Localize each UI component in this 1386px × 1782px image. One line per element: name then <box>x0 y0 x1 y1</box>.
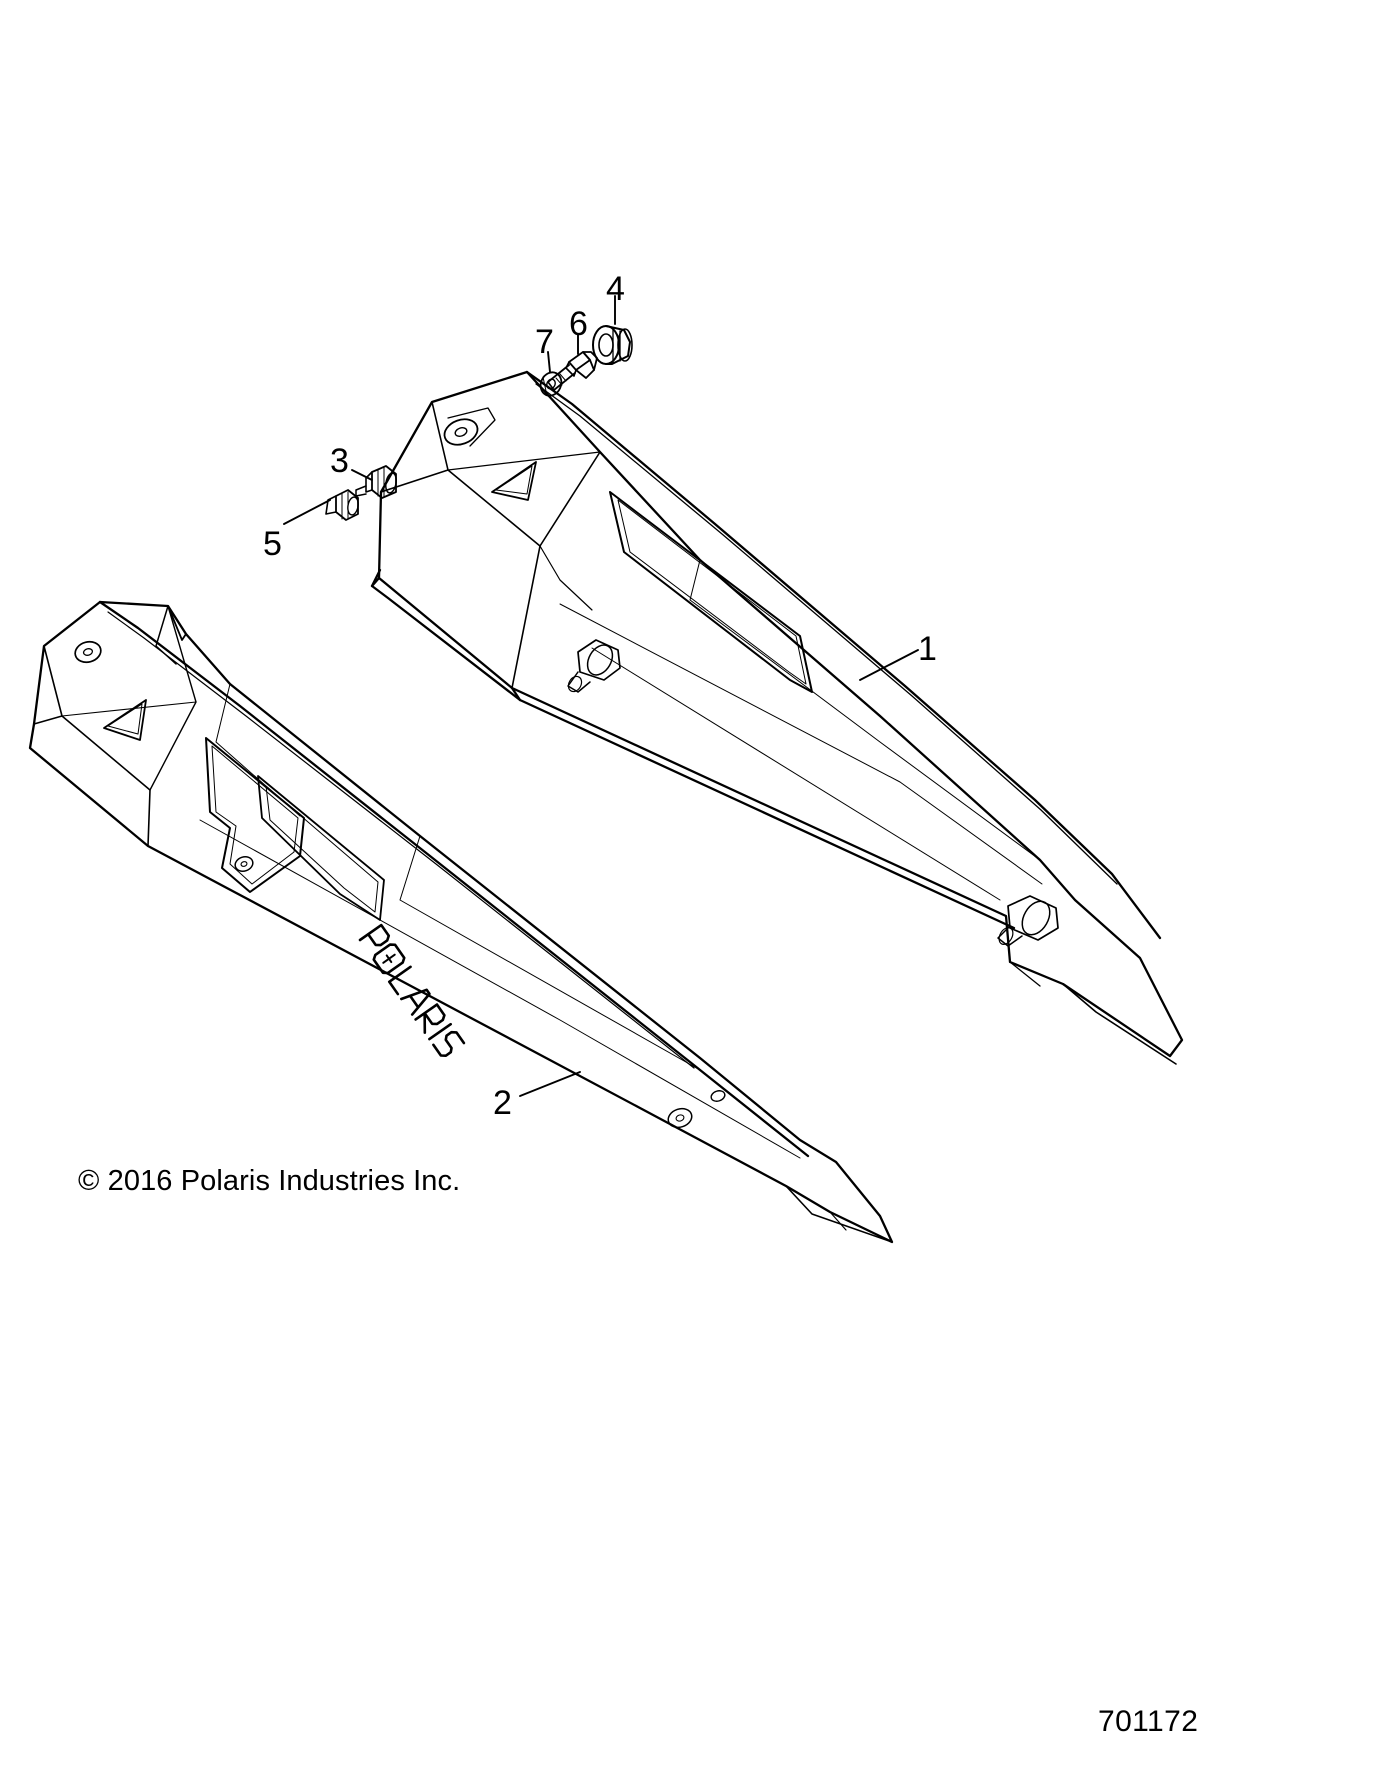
part-threaded-insert-nut <box>355 465 397 499</box>
leader-3 <box>351 469 373 481</box>
leader-1 <box>859 649 919 681</box>
installed-stud-rear <box>997 895 1059 947</box>
callout-7: 7 <box>535 323 554 361</box>
callout-6: 6 <box>569 305 588 343</box>
callout-1: 1 <box>918 630 937 668</box>
leader-2 <box>519 1071 581 1097</box>
part-bushing-sleeve <box>592 325 633 365</box>
installed-stud-mid <box>567 639 621 693</box>
leader-7 <box>547 351 551 373</box>
leader-5 <box>283 499 331 525</box>
callout-4: 4 <box>606 270 625 308</box>
part-hex-flange-bolt <box>547 351 598 391</box>
callout-2: 2 <box>493 1084 512 1122</box>
part-flange-bolt-short <box>325 489 359 521</box>
leader-lines <box>283 295 919 1097</box>
diagram-part-number: 701172 <box>1098 1705 1199 1738</box>
copyright-notice: © 2016 Polaris Industries Inc. <box>78 1165 461 1197</box>
part-rock-slider-left <box>28 600 894 1244</box>
part-rock-slider-right <box>370 370 1184 1065</box>
part-flat-washer <box>539 371 563 397</box>
callout-5: 5 <box>263 525 282 563</box>
polaris-logo <box>358 923 466 1057</box>
callout-3: 3 <box>330 442 349 480</box>
